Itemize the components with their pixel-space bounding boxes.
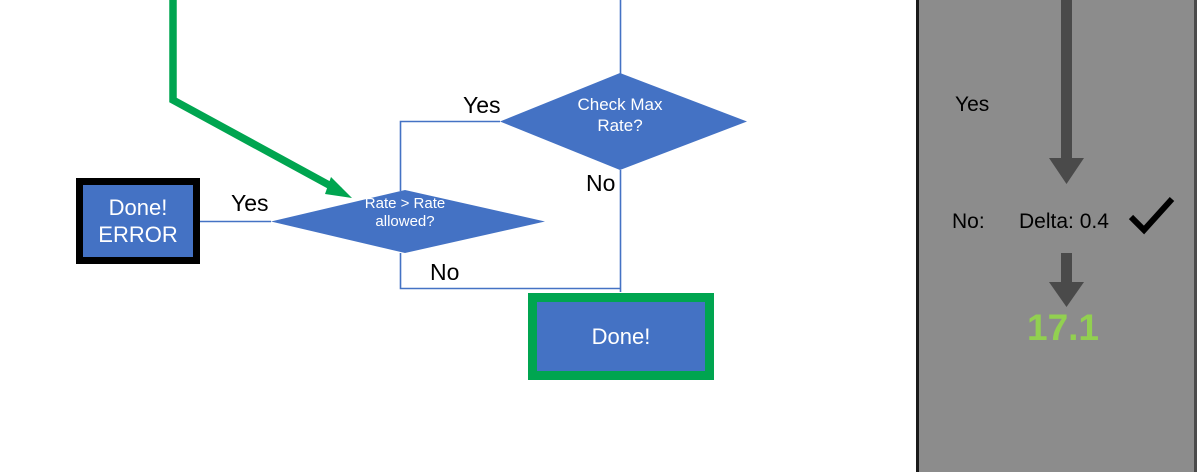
node-done-error[interactable]: Done! ERROR: [76, 178, 200, 264]
node-done-error-line1: Done!: [108, 194, 168, 220]
panel-result-value: 17.1: [1027, 307, 1100, 348]
panel-yes-label: Yes: [955, 93, 990, 116]
node-done[interactable]: Done!: [528, 293, 714, 380]
node-done-line1: Done!: [591, 323, 651, 349]
flowchart-canvas: [169, 0, 747, 292]
panel-delta-label: Delta: 0.4: [1019, 210, 1109, 233]
highlight-arrowhead-icon: [325, 177, 352, 198]
edge-label-yes-check-max: Yes: [463, 92, 501, 118]
decision-rate-gt-rate-allowed[interactable]: [271, 190, 545, 253]
node-done-error-line2: ERROR: [98, 222, 178, 247]
connector-yes-check-max-to-rate-allowed: [399, 120, 500, 191]
edge-label-no-rate-allowed: No: [430, 259, 460, 285]
panel-arrow-canvas: [1049, 0, 1084, 307]
highlight-path-arrow: [169, 0, 342, 195]
long-down-arrow-icon: [1049, 0, 1084, 184]
checkmark-icon: [1128, 196, 1175, 235]
edge-label-yes-rate-allowed: Yes: [231, 190, 269, 216]
connector-no-rate-allowed-to-done: [399, 253, 621, 290]
edge-label-no-check-max: No: [586, 170, 616, 196]
short-down-arrow-icon: [1049, 253, 1084, 307]
panel-no-label: No:: [952, 210, 985, 233]
decision-check-max-rate[interactable]: [500, 73, 747, 170]
right-side-panel: Yes No: Delta: 0.4 17.1: [916, 0, 1197, 472]
